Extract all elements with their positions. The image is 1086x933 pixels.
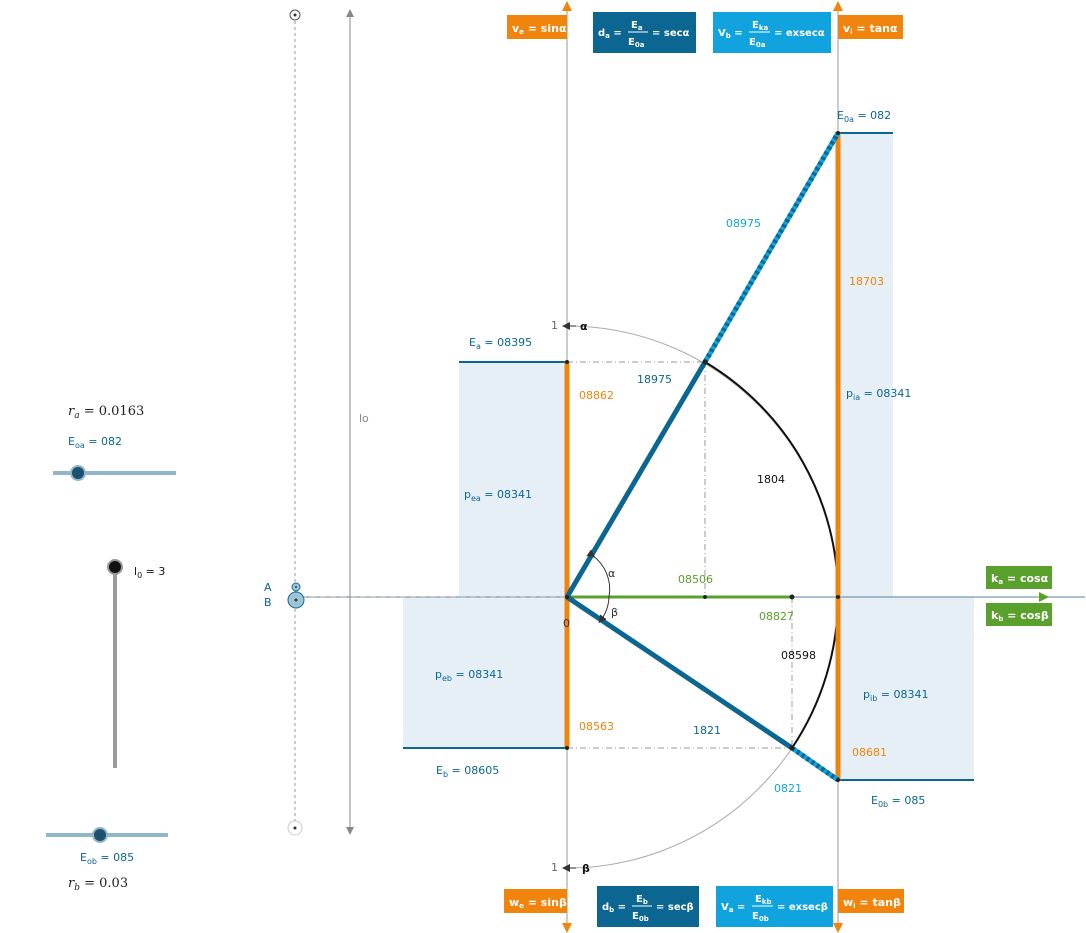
ea-label: Ea = 08395 bbox=[469, 336, 532, 351]
point-a-dot bbox=[295, 586, 297, 588]
point-eb bbox=[565, 746, 569, 750]
point-a-label: A bbox=[264, 581, 272, 594]
svg-text:E0a: E0a bbox=[628, 37, 645, 49]
one-bottom-label: 1 bbox=[551, 861, 558, 874]
svg-text:E0a: E0a bbox=[749, 37, 766, 49]
svg-text:E0b: E0b bbox=[752, 911, 769, 923]
svg-text:db =: db = bbox=[602, 902, 626, 914]
svg-text:= exsecβ: = exsecβ bbox=[777, 902, 828, 913]
lower-secant-label: 0821 bbox=[774, 782, 802, 795]
svg-text:kb = cosβ: kb = cosβ bbox=[991, 609, 1049, 623]
upper-sin-label: 08862 bbox=[579, 389, 614, 402]
point-ea bbox=[565, 360, 569, 364]
point-e0a bbox=[836, 131, 840, 135]
pib-label: pib = 08341 bbox=[863, 688, 929, 703]
tag-ka: ka = cosα bbox=[986, 566, 1052, 589]
l0-slider-knob[interactable] bbox=[107, 559, 123, 575]
rect-peb bbox=[403, 597, 567, 748]
pea-label: pea = 08341 bbox=[464, 488, 532, 503]
pia-label: pia = 08341 bbox=[846, 387, 911, 402]
svg-text:we = sinβ: we = sinβ bbox=[509, 896, 567, 910]
upper-radius-label: 18975 bbox=[637, 373, 672, 386]
point-b-label: B bbox=[264, 596, 272, 609]
tag-vi: vi = tanα bbox=[838, 15, 903, 39]
eob-label: Eob = 085 bbox=[80, 851, 134, 866]
tag-kb: kb = cosβ bbox=[986, 603, 1052, 626]
tag-wi: wi = tanβ bbox=[838, 889, 904, 913]
lo-label: lo bbox=[359, 412, 369, 425]
point-cos-a bbox=[703, 595, 707, 599]
tag-da: da = Ea E0a = secα bbox=[593, 12, 696, 53]
upper-secant-label: 08975 bbox=[726, 217, 761, 230]
svg-text:E0b: E0b bbox=[632, 911, 649, 923]
black-arc-lower bbox=[791, 596, 839, 749]
eb-label: Eb = 08605 bbox=[436, 764, 499, 779]
l0-label: l0 = 3 bbox=[134, 565, 165, 580]
svg-text:da =: da = bbox=[598, 28, 622, 40]
one-top-label: 1 bbox=[551, 319, 558, 332]
upper-tan-label: 18703 bbox=[849, 275, 884, 288]
beta-bottom-label: β bbox=[582, 862, 590, 875]
e0b-label: E0b = 085 bbox=[871, 794, 925, 809]
lower-tan-label: 08681 bbox=[852, 746, 887, 759]
svg-text:Ekb: Ekb bbox=[755, 894, 772, 906]
rb-label: rb = 0.03 bbox=[68, 876, 128, 893]
e0a-label: E0a = 082 bbox=[837, 109, 891, 124]
exsec-alpha-dash bbox=[702, 131, 841, 364]
tag-ve: ve = sinα bbox=[507, 15, 567, 39]
beta-angle-arc bbox=[598, 596, 610, 624]
cos-beta-label: 08827 bbox=[759, 610, 794, 623]
svg-text:wi = tanβ: wi = tanβ bbox=[843, 896, 901, 910]
svg-text:Vb =: Vb = bbox=[718, 28, 743, 40]
black-arc-upper bbox=[704, 361, 840, 598]
point-origin bbox=[565, 595, 569, 599]
svg-text:vi = tanα: vi = tanα bbox=[843, 22, 898, 36]
point-e0b bbox=[836, 778, 840, 782]
tag-db: db = Eb E0b = secβ bbox=[597, 886, 699, 927]
rect-pea bbox=[459, 362, 567, 597]
lower-sin-label: 08563 bbox=[579, 720, 614, 733]
arc-lower-label: 08598 bbox=[781, 649, 816, 662]
point-cos-b bbox=[789, 594, 795, 600]
svg-text:= secα: = secα bbox=[652, 28, 690, 39]
alpha-angle-label: α bbox=[608, 567, 615, 580]
point-lower bbox=[789, 745, 795, 751]
alpha-top-label: α bbox=[580, 320, 588, 333]
eoa-label: Eoa = 082 bbox=[68, 435, 122, 450]
tag-vb: Vb = Eka E0a = exsecα bbox=[713, 12, 831, 53]
beta-angle-label: β bbox=[611, 606, 618, 619]
point-tan-axis bbox=[836, 595, 840, 599]
bottom-handle-dot bbox=[293, 826, 297, 830]
svg-text:Eb: Eb bbox=[636, 894, 648, 906]
point-upper bbox=[702, 359, 708, 365]
tag-va: Va = Ekb E0b = exsecβ bbox=[716, 886, 833, 927]
top-handle-dot bbox=[293, 13, 297, 17]
svg-text:Eka: Eka bbox=[752, 20, 768, 32]
alpha-angle-arc bbox=[586, 549, 611, 598]
arc-upper-label: 1804 bbox=[757, 473, 785, 486]
exsec-beta bbox=[790, 745, 840, 783]
tag-we: we = sinβ bbox=[504, 889, 567, 913]
cos-alpha-label: 08506 bbox=[678, 573, 713, 586]
point-b-dot bbox=[294, 598, 298, 602]
ra-label: ra = 0.0163 bbox=[68, 404, 144, 421]
svg-text:ka = cosα: ka = cosα bbox=[991, 572, 1049, 586]
origin-label: 0 bbox=[563, 617, 570, 630]
peb-label: peb = 08341 bbox=[435, 668, 503, 683]
svg-text:= secβ: = secβ bbox=[656, 902, 694, 913]
eoa-slider-knob[interactable] bbox=[70, 465, 86, 481]
rect-pib bbox=[838, 597, 974, 780]
svg-text:= exsecα: = exsecα bbox=[774, 28, 825, 39]
lower-radius-label: 1821 bbox=[693, 724, 721, 737]
eob-slider-knob[interactable] bbox=[92, 827, 108, 843]
rect-pia bbox=[838, 133, 893, 597]
svg-text:Ea: Ea bbox=[631, 20, 643, 32]
svg-text:ve = sinα: ve = sinα bbox=[512, 22, 567, 36]
svg-text:Va =: Va = bbox=[721, 902, 745, 914]
radius-alpha bbox=[564, 360, 708, 599]
